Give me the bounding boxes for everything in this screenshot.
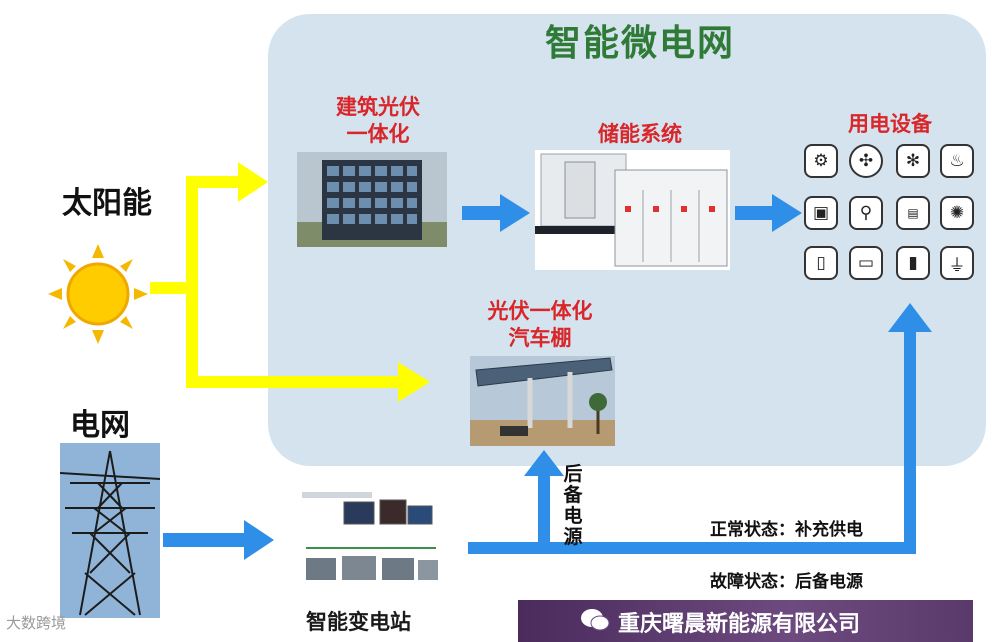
- storage-label: 储能系统: [598, 122, 682, 146]
- transmission-tower-image: [60, 443, 160, 618]
- device-grid: ⚙ ✣ ✻ ♨ ▣ ⚲ ▤ ✺ ▯ ▭ ▮ ⏚: [804, 144, 974, 284]
- backup-char-2: 备: [563, 484, 583, 506]
- bipv-label: 建筑光伏 一体化: [318, 94, 438, 148]
- company-name: 重庆曙晨新能源有限公司: [618, 612, 861, 637]
- substation-image: [296, 488, 444, 586]
- lightbulb-icon: ✺: [940, 196, 974, 230]
- tv-icon: ▣: [804, 196, 838, 230]
- bicycle-icon: ⚲: [849, 196, 883, 230]
- power-arrows: [163, 194, 932, 560]
- bipv-label-line2: 一体化: [346, 122, 410, 146]
- carport-label-line1: 光伏一体化: [487, 299, 593, 323]
- carport-label: 光伏一体化 汽车棚: [470, 298, 610, 352]
- bipv-label-line1: 建筑光伏: [336, 95, 420, 119]
- phone-icon: ▮: [896, 246, 930, 280]
- backup-char-1: 后: [563, 463, 583, 485]
- solar-arrows: [150, 162, 430, 402]
- fan-icon: ✣: [849, 144, 883, 178]
- devices-label: 用电设备: [848, 112, 932, 136]
- desk-fan-icon: ✻: [896, 144, 930, 178]
- backup-power-label: 后 备 电 源: [562, 464, 584, 548]
- sun-icon: [48, 244, 148, 344]
- backup-char-4: 源: [563, 526, 583, 548]
- flame-icon: ♨: [940, 144, 974, 178]
- backup-char-3: 电: [563, 505, 583, 527]
- wechat-icon: [581, 609, 610, 631]
- diagram-title: 智能微电网: [544, 23, 735, 64]
- grid-label: 电网: [70, 408, 130, 443]
- engine-icon: ⚙: [804, 144, 838, 178]
- storage-cabinet-image: [535, 150, 730, 270]
- bipv-building-image: [297, 152, 447, 247]
- carport-label-line2: 汽车棚: [508, 326, 572, 350]
- ac-icon: ▤: [896, 196, 930, 230]
- laptop-icon: ▭: [849, 246, 883, 280]
- plug-icon: ⏚: [940, 246, 974, 280]
- normal-state-text: 正常状态：补充供电: [710, 520, 863, 540]
- fault-state-text: 故障状态：后备电源: [710, 572, 863, 592]
- substation-label: 智能变电站: [306, 610, 411, 634]
- solar-carport-image: [470, 356, 615, 446]
- solar-label: 太阳能: [62, 186, 152, 221]
- fridge-icon: ▯: [804, 246, 838, 280]
- watermark: 大数跨境: [6, 614, 67, 632]
